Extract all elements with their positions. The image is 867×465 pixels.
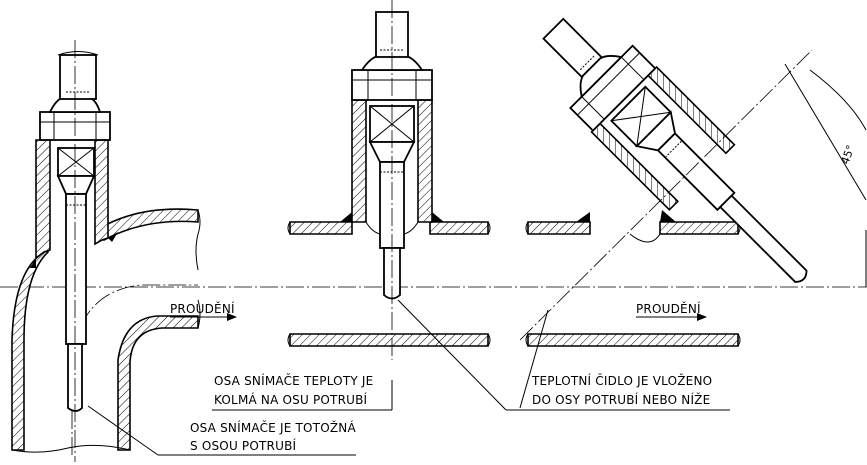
left-sleeve-left: [35, 139, 51, 260]
right-sensor-axis: [519, 49, 813, 341]
right-probe-tip: [718, 194, 808, 283]
left-sleeve-right: [94, 139, 109, 246]
right-pipe-top-wall: [527, 221, 591, 235]
coincident-note-line1: OSA SNÍMAČE JE TOTOŽNÁ: [190, 420, 356, 435]
inserted-note-line2: DO OSY POTRUBÍ NEBO NÍŽE: [532, 392, 710, 407]
elbow-inner-wall: [117, 315, 199, 451]
middle-sleeve-right: [417, 99, 433, 223]
flow-label-left: PROUDĚNÍ: [170, 301, 235, 316]
flow-arrow-right: PROUDĚNÍ: [636, 301, 707, 321]
angle-dimension-arc: [809, 69, 867, 131]
elbow-outer-sweep: [99, 208, 199, 242]
middle-pipe-bottom-wall: [289, 333, 489, 347]
perpendicular-note-line1: OSA SNÍMAČE TEPLOTY JE: [214, 373, 373, 388]
flow-label-right: PROUDĚNÍ: [636, 301, 701, 316]
angled-installation: 45°: [519, 17, 867, 347]
middle-pipe-top-wall: [289, 221, 353, 235]
right-cable: [542, 17, 603, 79]
right-pipe-bottom-wall: [527, 333, 739, 347]
perpendicular-installation: [287, 0, 491, 360]
flow-arrow-left: PROUDĚNÍ: [170, 301, 237, 321]
perpendicular-note-line2: KOLMÁ NA OSU POTRUBÍ: [214, 392, 368, 407]
middle-sleeve-left: [351, 99, 367, 223]
left-probe: [65, 193, 87, 345]
inserted-note-line1: TEPLOTNÍ ČIDLO JE VLOŽENO: [531, 373, 712, 388]
coincident-note-line2: S OSOU POTRUBÍ: [190, 438, 297, 453]
angle-label: 45°: [839, 143, 858, 166]
elbow-outer-wall: [11, 230, 49, 451]
elbow-installation: [11, 40, 201, 462]
